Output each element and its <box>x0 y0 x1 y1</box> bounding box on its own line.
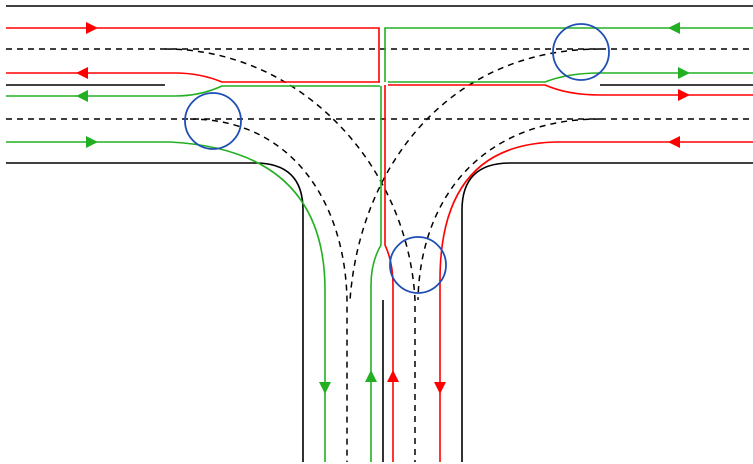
conflict-circles <box>184 23 610 294</box>
red-arrow-down-right <box>434 382 446 394</box>
direction-arrows <box>76 22 690 394</box>
green-eastbound-lower <box>6 141 326 390</box>
red-arrow-up-stem <box>387 370 399 382</box>
green-stem-up <box>370 86 382 375</box>
red-arrow-west-right <box>668 136 680 148</box>
green-westbound-right <box>388 72 690 83</box>
red-arrow-east-top <box>86 22 98 34</box>
green-arrow-up-stem <box>365 370 377 382</box>
green-arrow-east-right <box>678 67 690 79</box>
conflict-circle-stem <box>389 236 447 294</box>
red-paths <box>6 27 753 462</box>
left-turn-dashed-curve-inner <box>189 118 348 462</box>
left-arm-boundary <box>6 162 304 462</box>
green-eastbound-upper <box>6 85 380 97</box>
dashed-guides <box>6 48 753 462</box>
green-arrow-west-left <box>76 90 88 102</box>
red-arrow-west-left <box>76 67 88 79</box>
green-arrow-east-left <box>86 136 98 148</box>
conflict-circle-top-right <box>552 23 610 81</box>
red-eastbound-lane <box>6 27 380 82</box>
right-arm-boundary <box>461 162 753 462</box>
green-paths <box>6 27 753 462</box>
conflict-circle-left <box>184 92 242 150</box>
left-turn-dashed-curve-outer <box>164 48 416 462</box>
red-westbound-upper <box>6 72 380 83</box>
red-stem-up <box>384 85 394 375</box>
green-arrow-down-left <box>319 382 331 394</box>
red-westbound-lane <box>439 141 753 390</box>
red-arrow-east-right <box>678 89 690 101</box>
green-westbound-lane <box>384 27 753 82</box>
green-arrow-west-top <box>668 22 680 34</box>
red-eastbound-right <box>388 84 690 96</box>
right-turn-dashed-curve-outer <box>349 48 601 301</box>
